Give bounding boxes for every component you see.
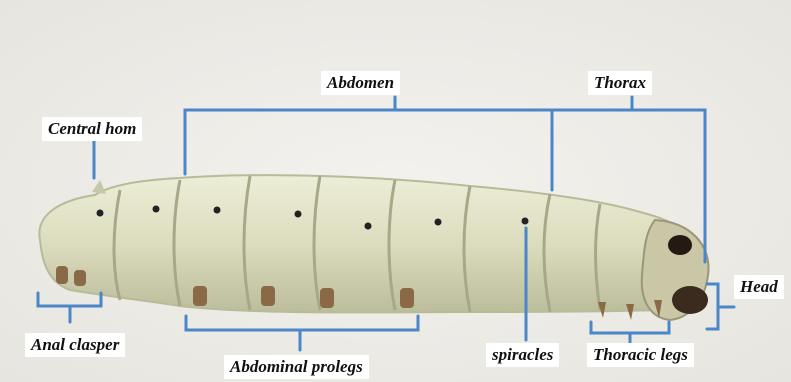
proleg: [400, 288, 414, 308]
spiracle-spot: [97, 210, 104, 217]
label-thoracic-legs: Thoracic legs: [587, 343, 694, 367]
proleg: [261, 286, 275, 306]
clasper: [74, 270, 86, 286]
spiracle-spot: [365, 223, 372, 230]
proleg: [193, 286, 207, 306]
label-central-horn: Central hom: [42, 117, 142, 141]
head-mouth: [672, 286, 708, 314]
spiracle-spot: [435, 219, 442, 226]
spiracle-spot: [153, 206, 160, 213]
proleg: [320, 288, 334, 308]
label-anal-clasper: Anal clasper: [25, 333, 125, 357]
label-head: Head: [734, 275, 784, 299]
spiracle-spot: [295, 211, 302, 218]
clasper: [56, 266, 68, 284]
label-spiracles: spiracles: [486, 343, 559, 367]
head-eye-patch: [668, 235, 692, 255]
label-abdominal-prolegs: Abdominal prolegs: [224, 355, 369, 379]
label-abdomen: Abdomen: [321, 71, 400, 95]
spiracle-spot: [214, 207, 221, 214]
spiracle-spot: [522, 218, 529, 225]
label-thorax: Thorax: [588, 71, 652, 95]
